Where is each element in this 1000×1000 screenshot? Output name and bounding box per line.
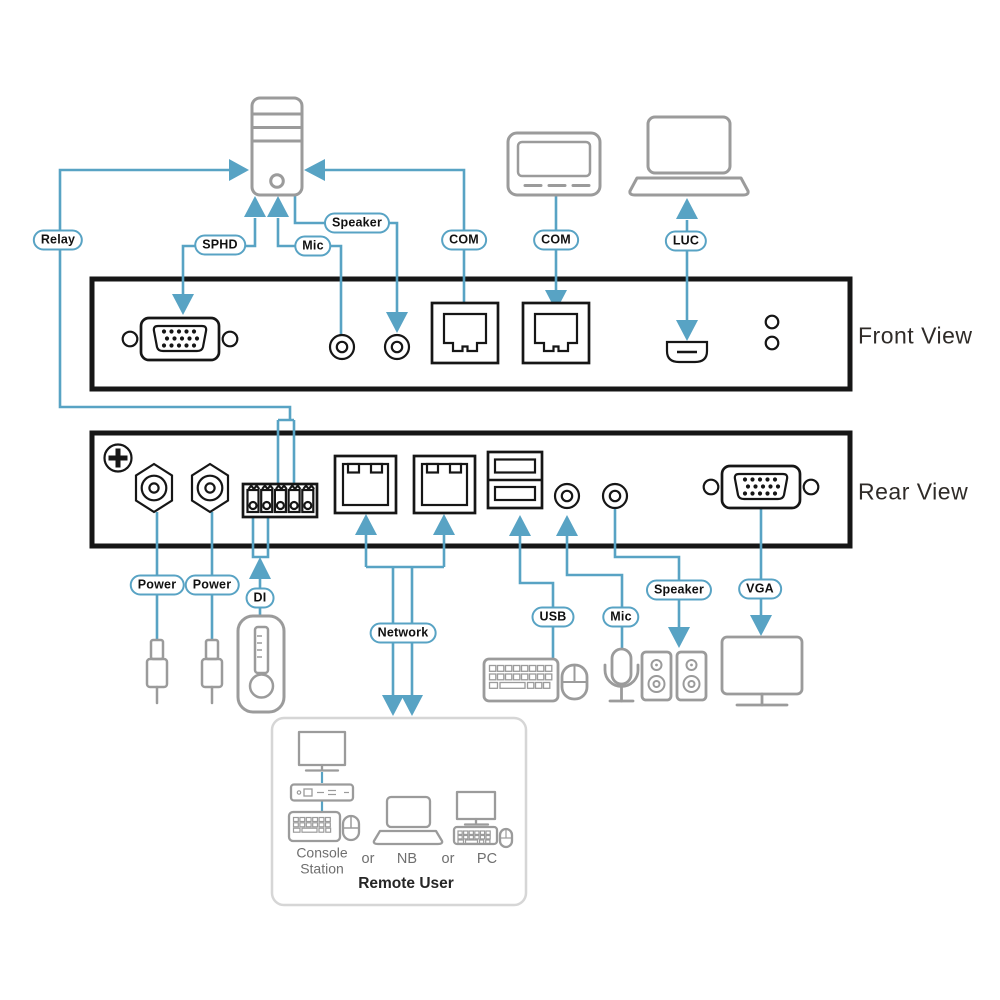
notebook-icon <box>372 795 444 846</box>
power-plug-icon-1 <box>145 638 169 705</box>
vga-port-front <box>121 316 239 362</box>
speaker-jack-front <box>383 333 411 361</box>
label-mic-rear: Mic <box>602 606 640 628</box>
pc-label: PC <box>476 851 498 867</box>
speaker-jack-rear <box>601 482 629 510</box>
label-com-device: COM <box>533 229 579 251</box>
rear-view-title: Rear View <box>858 478 969 505</box>
label-power-1: Power <box>129 574 185 596</box>
front-view-title: Front View <box>858 322 973 349</box>
monitor-icon <box>720 635 804 707</box>
label-network: Network <box>369 622 437 644</box>
rj45-port-network2 <box>412 454 477 515</box>
nb-label: NB <box>396 851 418 867</box>
console-station-line2: Station <box>300 860 344 876</box>
label-vga: VGA <box>738 578 782 600</box>
rj45-port-com2 <box>521 301 591 365</box>
speakers-icon <box>640 650 708 702</box>
temperature-sensor-icon <box>236 614 286 714</box>
screw <box>103 443 133 473</box>
label-di: DI <box>245 587 275 609</box>
dc-power-jack-1 <box>134 462 174 514</box>
mic-jack-front <box>328 333 356 361</box>
console-station-line1: Console <box>296 844 348 861</box>
usb-ports <box>486 450 544 510</box>
label-speaker-front: Speaker <box>323 212 391 234</box>
dc-power-jack-2 <box>190 462 230 514</box>
label-usb: USB <box>531 606 575 628</box>
rj45-port-com1 <box>430 301 500 365</box>
com-pc-connection <box>304 159 466 302</box>
label-relay: Relay <box>32 229 84 251</box>
com-device-connection <box>545 196 567 311</box>
pc-tower-icon <box>250 96 304 197</box>
or-label-1: or <box>361 851 375 867</box>
keyboard-icon <box>482 657 560 703</box>
console-station-label: Console Station <box>296 844 348 876</box>
relay-connection <box>58 159 296 486</box>
network-connection <box>355 514 455 716</box>
or-label-2: or <box>441 851 455 867</box>
vga-port-rear <box>702 464 820 510</box>
serial-device-icon <box>506 131 602 197</box>
console-station-icon <box>287 730 361 843</box>
mouse-icon <box>560 663 589 701</box>
label-mic-front: Mic <box>294 235 332 257</box>
label-power-2: Power <box>184 574 240 596</box>
label-luc: LUC <box>664 230 708 252</box>
luc-port <box>665 340 709 364</box>
pc-icon <box>452 790 514 849</box>
terminal-block <box>241 482 319 519</box>
rj45-port-network1 <box>333 454 398 515</box>
remote-user-title: Remote User <box>358 875 454 892</box>
label-speaker-rear: Speaker <box>645 579 713 601</box>
microphone-icon <box>603 647 640 703</box>
mic-jack-rear <box>553 482 581 510</box>
laptop-icon <box>628 115 750 197</box>
label-com-pc: COM <box>441 229 487 251</box>
label-sphd: SPHD <box>194 234 246 256</box>
power-plug-icon-2 <box>200 638 224 705</box>
led-indicators <box>764 314 780 351</box>
